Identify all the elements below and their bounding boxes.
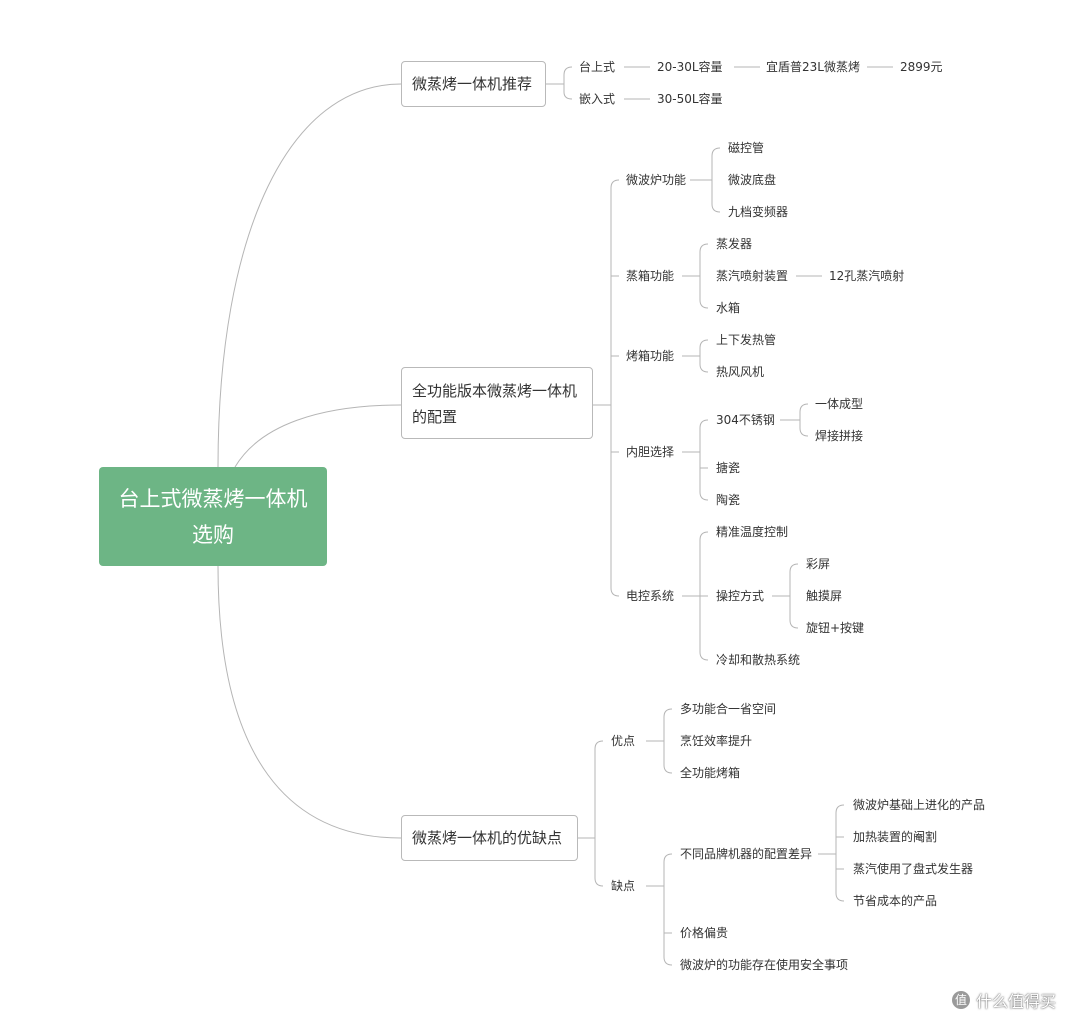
node-microwave[interactable]: 微波炉功能 — [626, 173, 687, 187]
root-node[interactable]: 台上式微蒸烤一体机 选购 — [99, 467, 327, 566]
node-countertop[interactable]: 台上式 — [579, 60, 616, 74]
root-title-line2: 选购 — [192, 522, 234, 547]
node-control-item[interactable]: 操控方式 — [716, 589, 765, 603]
node-microwave-item[interactable]: 微波底盘 — [728, 173, 777, 187]
node-microwave-item[interactable]: 磁控管 — [728, 141, 765, 155]
node-cons-item[interactable]: 价格偏贵 — [680, 926, 729, 940]
node-cons-item[interactable]: 不同品牌机器的配置差异 — [680, 847, 813, 861]
node-countertop-model[interactable]: 宜盾普23L微蒸烤 — [766, 60, 860, 74]
node-liner-item[interactable]: 搪瓷 — [716, 461, 741, 475]
node-microwave-item[interactable]: 九档变频器 — [728, 205, 789, 219]
node-steam[interactable]: 蒸箱功能 — [626, 269, 675, 283]
branch-config[interactable]: 全功能版本微蒸烤一体机 的配置 — [401, 367, 593, 439]
node-countertop-price[interactable]: 2899元 — [900, 60, 943, 74]
node-pros-item[interactable]: 烹饪效率提升 — [680, 734, 753, 748]
node-control-mode[interactable]: 旋钮+按键 — [806, 621, 865, 635]
node-cons-item[interactable]: 微波炉的功能存在使用安全事项 — [680, 958, 849, 972]
branch-proscons-label: 微蒸烤一体机的优缺点 — [412, 829, 563, 847]
node-liner-item[interactable]: 陶瓷 — [716, 493, 741, 507]
node-control[interactable]: 电控系统 — [626, 589, 675, 603]
node-pros-item[interactable]: 多功能合一省空间 — [680, 702, 777, 716]
node-control-item[interactable]: 精准温度控制 — [716, 525, 789, 539]
branch-recommend[interactable]: 微蒸烤一体机推荐 — [401, 61, 546, 107]
node-steam-item[interactable]: 水箱 — [716, 301, 741, 315]
node-pros[interactable]: 优点 — [611, 734, 636, 748]
node-pros-item[interactable]: 全功能烤箱 — [680, 766, 741, 780]
branch-config-label-line1: 全功能版本微蒸烤一体机 — [412, 382, 578, 400]
node-steel-type[interactable]: 焊接拼接 — [815, 429, 864, 443]
branch-config-label-line2: 的配置 — [412, 408, 458, 426]
node-control-mode[interactable]: 触摸屏 — [806, 589, 843, 603]
node-cons-detail[interactable]: 节省成本的产品 — [853, 894, 938, 908]
node-cons-detail[interactable]: 微波炉基础上进化的产品 — [853, 798, 986, 812]
node-steam-item[interactable]: 蒸发器 — [716, 237, 753, 251]
branch-recommend-label: 微蒸烤一体机推荐 — [412, 75, 533, 93]
node-liner[interactable]: 内胆选择 — [626, 445, 675, 459]
watermark-text: 什么值得买 — [976, 992, 1057, 1011]
node-control-item[interactable]: 冷却和散热系统 — [716, 653, 801, 667]
node-oven-item[interactable]: 热风风机 — [716, 365, 765, 379]
branch-proscons[interactable]: 微蒸烤一体机的优缺点 — [401, 815, 578, 861]
node-steam-item[interactable]: 蒸汽喷射装置 — [716, 269, 789, 283]
node-steel-type[interactable]: 一体成型 — [815, 397, 864, 411]
node-oven[interactable]: 烤箱功能 — [626, 349, 675, 363]
node-control-mode[interactable]: 彩屏 — [806, 557, 831, 571]
node-steam-jet-detail[interactable]: 12孔蒸汽喷射 — [829, 269, 905, 283]
node-countertop-capacity[interactable]: 20-30L容量 — [657, 60, 723, 74]
node-cons-detail[interactable]: 蒸汽使用了盘式发生器 — [853, 862, 974, 876]
node-builtin[interactable]: 嵌入式 — [579, 92, 616, 106]
root-title-line1: 台上式微蒸烤一体机 — [118, 486, 308, 511]
node-builtin-capacity[interactable]: 30-50L容量 — [657, 92, 723, 106]
node-cons-detail[interactable]: 加热装置的阉割 — [853, 830, 938, 844]
node-cons[interactable]: 缺点 — [611, 879, 636, 893]
watermark-logo-icon: 值 — [952, 991, 970, 1009]
node-liner-item[interactable]: 304不锈钢 — [716, 413, 775, 427]
node-oven-item[interactable]: 上下发热管 — [716, 333, 777, 347]
watermark: 值 什么值得买 — [952, 988, 1072, 1012]
